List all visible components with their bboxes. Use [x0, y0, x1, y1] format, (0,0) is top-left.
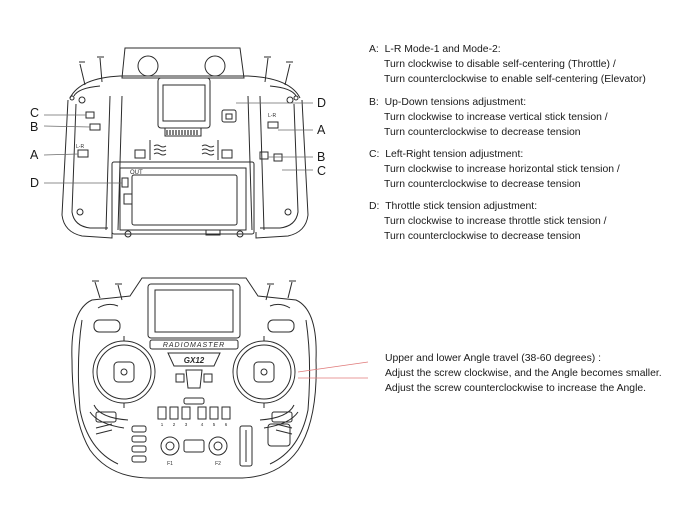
note-b-letter: B: — [369, 97, 379, 108]
note-d-letter: D: — [369, 201, 380, 212]
note-b: B: Up-Down tensions adjustment: Turn clo… — [369, 95, 608, 140]
note-b-line-1: Turn clockwise to increase vertical stic… — [384, 112, 608, 123]
f2-label: F2 — [215, 461, 221, 467]
note-b-title: Up-Down tensions adjustment: — [384, 97, 527, 108]
callout-right-b: B — [317, 150, 325, 164]
back-view-transmitter — [61, 47, 309, 239]
front-view-transmitter — [71, 277, 317, 479]
callout-left-a: A — [30, 148, 39, 162]
note-d-line-1: Turn clockwise to increase throttle stic… — [384, 216, 607, 227]
note-c-line-2: Turn counterclockwise to decrease tensio… — [384, 179, 581, 190]
switch-label-4: 4 — [201, 422, 204, 427]
brand-label: RADIOMASTER — [163, 342, 225, 349]
angle-note: Upper and lower Angle travel (38-60 degr… — [385, 351, 662, 396]
note-a-letter: A: — [369, 44, 379, 55]
note-d: D: Throttle stick tension adjustment: Tu… — [369, 199, 607, 244]
angle-note-line-1: Adjust the screw clockwise, and the Angl… — [385, 368, 662, 379]
left-knob-label: L-R — [76, 144, 84, 150]
callout-right-c: C — [317, 164, 326, 178]
callout-right-a: A — [317, 123, 326, 137]
angle-leaders — [297, 361, 369, 379]
angle-note-title: Upper and lower Angle travel (38-60 degr… — [385, 353, 602, 364]
note-c-line-1: Turn clockwise to increase horizontal st… — [384, 164, 620, 175]
angle-note-line-2: Adjust the screw counterclockwise to inc… — [385, 383, 647, 394]
callout-left-d: D — [30, 176, 39, 190]
note-a: A: L-R Mode-1 and Mode-2: Turn clockwise… — [369, 42, 646, 87]
f1-label: F1 — [167, 461, 173, 467]
right-knob-label: L-R — [268, 113, 276, 119]
model-label: GX12 — [184, 356, 205, 365]
port-label: OUT — [130, 170, 143, 176]
note-d-line-2: Turn counterclockwise to decrease tensio… — [384, 231, 581, 242]
note-c-title: Left-Right tension adjustment: — [385, 149, 524, 160]
note-a-line-1: Turn clockwise to disable self-centering… — [384, 59, 616, 70]
switch-label-5: 5 — [213, 422, 216, 427]
callout-leaders-top — [43, 102, 313, 184]
note-d-title: Throttle stick tension adjustment: — [385, 201, 538, 212]
switch-label-3: 3 — [185, 422, 188, 427]
switch-label-6: 6 — [225, 422, 228, 427]
callout-right-d: D — [317, 96, 326, 110]
note-b-line-2: Turn counterclockwise to decrease tensio… — [384, 127, 581, 138]
note-a-line-2: Turn counterclockwise to enable self-cen… — [384, 74, 646, 85]
switch-label-1: 1 — [161, 422, 164, 427]
switch-label-2: 2 — [173, 422, 176, 427]
note-c: C: Left-Right tension adjustment: Turn c… — [369, 147, 620, 192]
note-a-title: L-R Mode-1 and Mode-2: — [384, 44, 501, 55]
callout-left-b: B — [30, 120, 38, 134]
note-c-letter: C: — [369, 149, 380, 160]
callout-left-c: C — [30, 106, 39, 120]
